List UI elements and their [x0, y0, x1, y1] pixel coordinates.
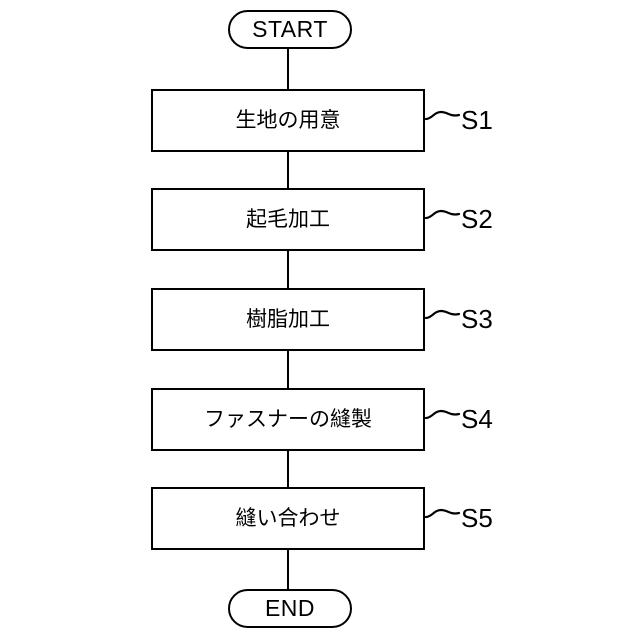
leader-squiggle-step-1: [425, 110, 461, 121]
process-box-step-4: ファスナーの縫製: [151, 388, 425, 451]
process-box-step-3: 樹脂加工: [151, 288, 425, 351]
start-terminator: START: [228, 10, 352, 49]
step-ref-label-s4: S4: [461, 404, 493, 434]
step-ref-label-s1: S1: [461, 105, 493, 135]
step-ref-label-s2: S2: [461, 204, 493, 234]
process-box-step-5: 縫い合わせ: [151, 487, 425, 550]
leader-squiggle-step-3: [425, 309, 461, 320]
process-label-step-2: 起毛加工: [246, 208, 330, 231]
process-box-step-1: 生地の用意: [151, 89, 425, 152]
end-terminator: END: [228, 589, 352, 628]
leader-squiggle-step-5: [425, 508, 461, 519]
step-ref-label-s3: S3: [461, 304, 493, 334]
leader-squiggle-step-2: [425, 209, 461, 220]
leader-squiggle-step-4: [425, 409, 461, 420]
connector-step-2-to-step-3: [286, 251, 289, 289]
process-label-step-1: 生地の用意: [235, 109, 341, 132]
start-terminator-label: START: [252, 16, 328, 42]
process-label-step-4: ファスナーの縫製: [204, 408, 372, 431]
process-label-step-3: 樹脂加工: [246, 308, 330, 331]
process-label-step-5: 縫い合わせ: [235, 507, 341, 530]
connector-step-3-to-step-4: [286, 350, 289, 389]
process-box-step-2: 起毛加工: [151, 188, 425, 251]
end-terminator-label: END: [264, 595, 316, 621]
connector-start-to-step-1: [286, 47, 289, 90]
connector-step-1-to-step-2: [286, 151, 289, 189]
step-ref-label-s5: S5: [461, 503, 493, 533]
connector-step-5-to-end: [286, 549, 289, 589]
connector-step-4-to-step-5: [286, 450, 289, 488]
